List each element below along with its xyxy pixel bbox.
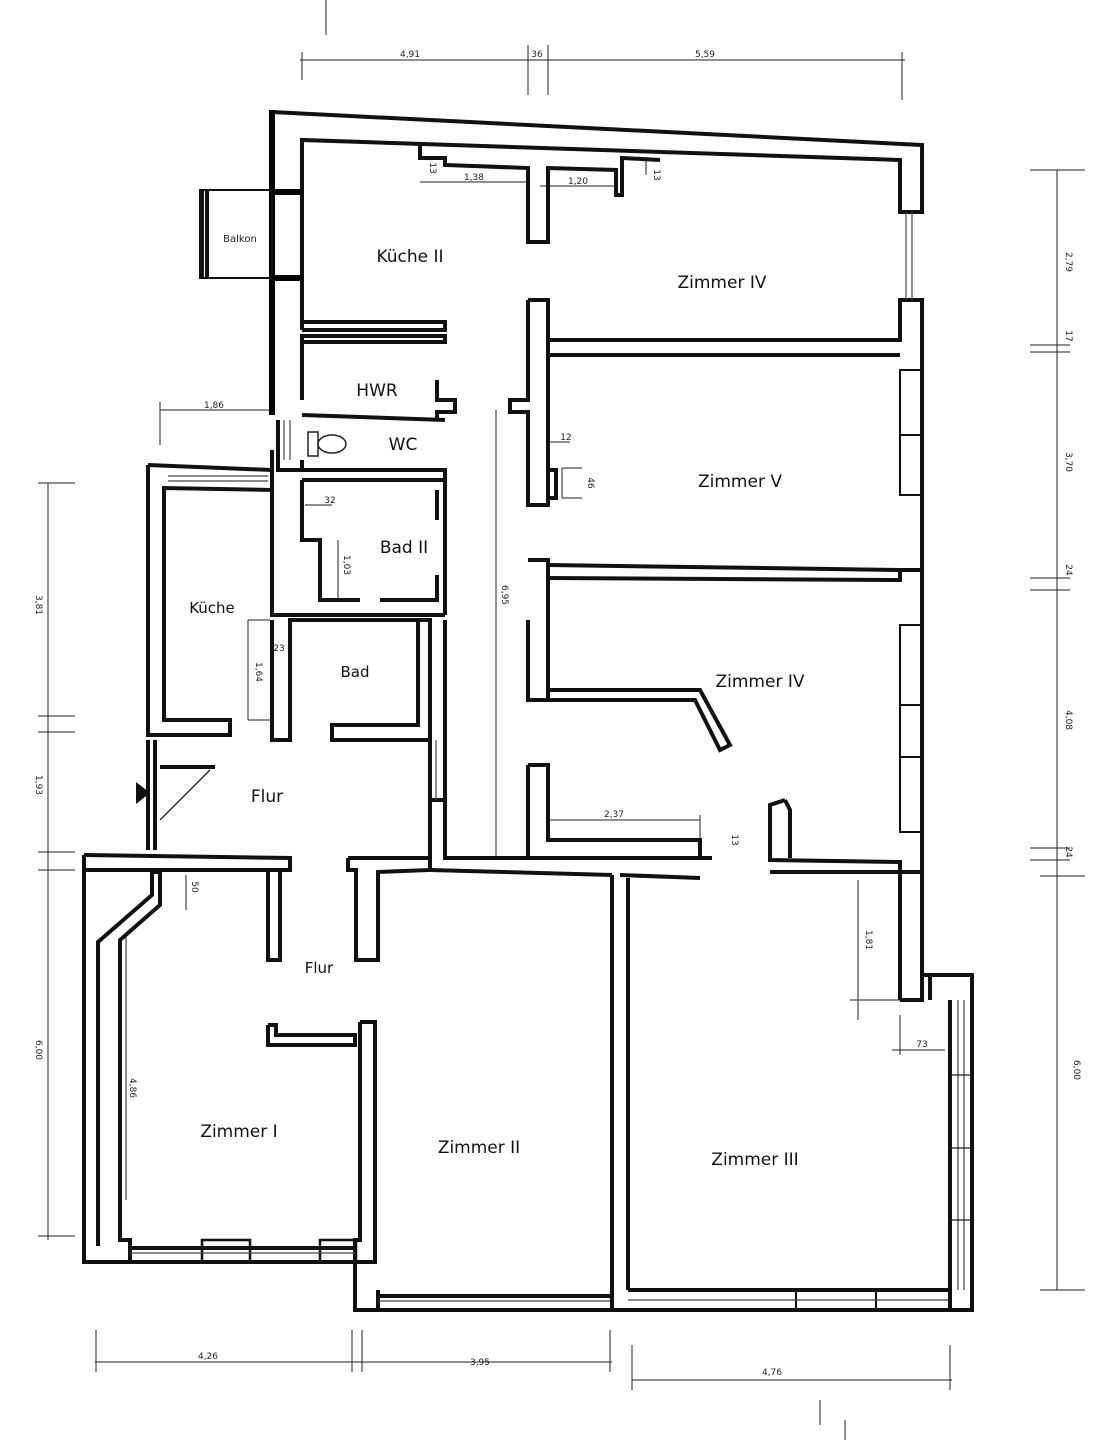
dim-right-4: 24 — [1063, 564, 1073, 576]
dim-164: 1,64 — [253, 662, 263, 682]
dim-right-1: 2,79 — [1063, 252, 1073, 272]
dim-23: 23 — [273, 644, 284, 654]
room-label-zimmer-i: Zimmer I — [200, 1122, 277, 1142]
dim-13b: 13 — [651, 169, 661, 180]
room-label-zimmer-iii: Zimmer III — [711, 1150, 798, 1170]
room-label-balkon: Balkon — [223, 234, 257, 245]
room-label-zimmer-v: Zimmer V — [698, 472, 782, 492]
walls — [82, 110, 974, 1312]
dim-237: 2,37 — [604, 810, 624, 820]
room-label-zimmer-iv-top: Zimmer IV — [678, 273, 767, 293]
dimension-labels: 4,91 36 5,59 2,79 17 3,70 24 4,08 24 6,0… — [33, 50, 1081, 1378]
room-label-flur-lower: Flur — [305, 959, 334, 977]
toilet-icon — [307, 431, 347, 457]
dim-181: 1,81 — [863, 930, 873, 950]
room-label-zimmer-iv-mid: Zimmer IV — [716, 672, 805, 692]
dim-12: 12 — [560, 433, 571, 443]
room-labels: Küche II Zimmer IV HWR WC Zimmer V Bad I… — [189, 234, 805, 1170]
dim-top-mid: 36 — [531, 50, 543, 60]
dim-top-right: 5,59 — [695, 50, 715, 60]
room-label-flur-upper: Flur — [251, 787, 283, 807]
dim-138: 1,38 — [464, 173, 484, 183]
dim-left-2: 1,93 — [33, 775, 43, 795]
room-label-kueche-ii: Küche II — [376, 247, 443, 267]
dim-right-7: 6,00 — [1071, 1060, 1081, 1080]
dim-695: 6,95 — [499, 585, 509, 605]
dim-top-left: 4,91 — [400, 50, 420, 60]
dim-bottom-3: 4,76 — [762, 1368, 782, 1378]
dim-46: 46 — [585, 477, 595, 489]
room-label-wc: WC — [389, 435, 418, 455]
dim-13c: 13 — [729, 834, 739, 845]
dim-left-3: 6,00 — [33, 1040, 43, 1060]
dim-right-5: 4,08 — [1063, 710, 1073, 730]
dimension-lines — [38, 0, 1085, 1440]
dim-103: 1,03 — [341, 555, 351, 575]
room-label-zimmer-ii: Zimmer II — [438, 1138, 520, 1158]
room-label-bad-ii: Bad II — [380, 538, 428, 558]
entrance-arrow-icon — [136, 782, 150, 804]
room-label-hwr: HWR — [356, 381, 398, 401]
dim-right-2: 17 — [1063, 330, 1073, 341]
dim-bottom-1: 4,26 — [198, 1352, 218, 1362]
dim-120: 1,20 — [568, 177, 588, 187]
dim-73: 73 — [916, 1040, 927, 1050]
room-label-kueche: Küche — [189, 599, 235, 617]
room-label-bad: Bad — [340, 663, 369, 681]
dim-bottom-2: 3,95 — [470, 1358, 490, 1368]
dim-right-3: 3,70 — [1063, 452, 1073, 472]
dim-left-1: 3,81 — [33, 595, 43, 615]
dim-186: 1,86 — [204, 401, 224, 411]
dim-50: 50 — [189, 881, 199, 893]
dim-13a: 13 — [427, 162, 437, 173]
dim-right-6: 24 — [1063, 846, 1073, 858]
dim-32: 32 — [324, 496, 335, 506]
dim-486: 4,86 — [127, 1078, 137, 1098]
